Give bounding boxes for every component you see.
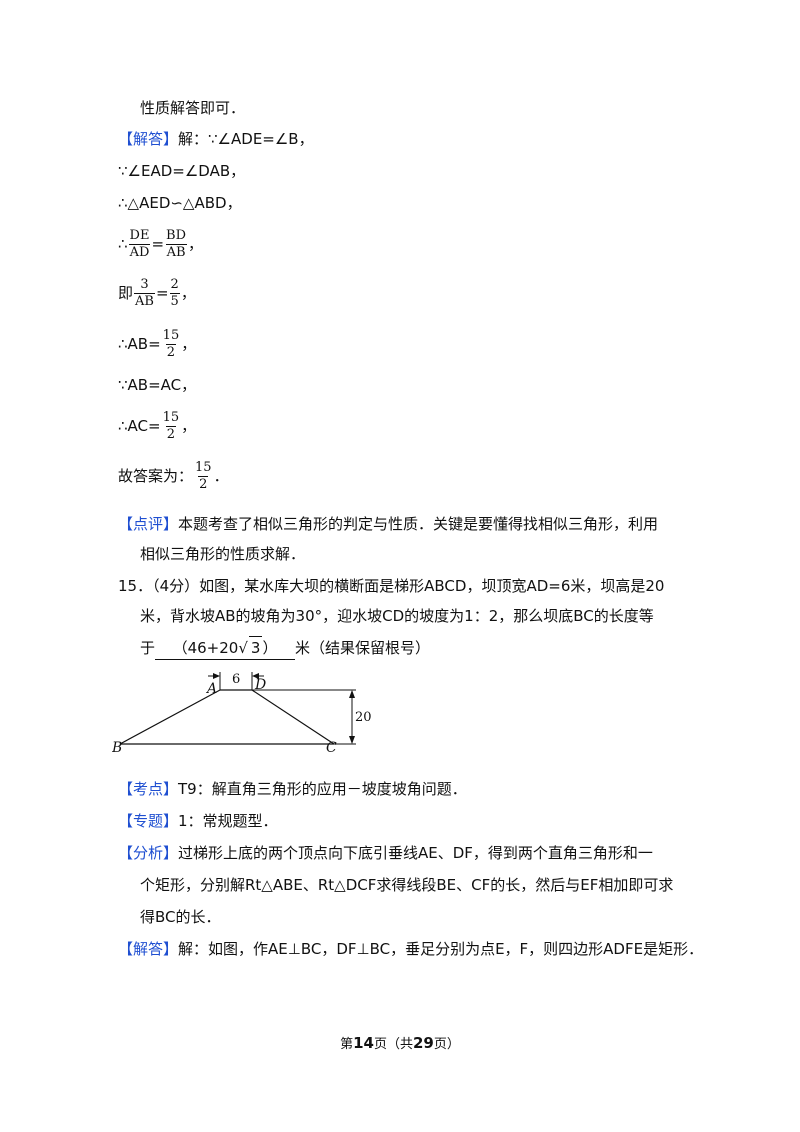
- fraction-numerator: DE: [129, 228, 150, 243]
- zhuanti-line: 【专题】1：常规题型．: [118, 810, 278, 832]
- fenxi-line-3: 得BC的长．: [140, 908, 221, 926]
- page-footer: 第14页（共29页）: [0, 1033, 800, 1052]
- answer-value-suffix: ）: [262, 639, 278, 657]
- question-15-line-1: 15．（4分）如图，某水库大坝的横断面是梯形ABCD，坝顶宽AD=6米，坝高是2…: [118, 577, 665, 595]
- fraction-numerator: 15: [195, 460, 212, 475]
- fenxi-text: 过梯形上底的两个顶点向下底引垂线AE、DF，得到两个直角三角形和一: [178, 844, 653, 862]
- top-width-label: 6: [232, 672, 240, 687]
- fenxi-tag: 【分析】: [118, 844, 179, 862]
- slope-cd-line: [251, 689, 335, 745]
- fraction-numerator: 15: [162, 410, 180, 425]
- line-4: ∴△AED∽△ABD，: [118, 194, 242, 212]
- fraction-denominator: AB: [165, 244, 187, 260]
- width-arrow-left: [213, 673, 220, 679]
- comment-tag: 【点评】: [118, 515, 179, 533]
- slope-ab-line: [119, 689, 221, 745]
- label-c: C: [326, 740, 337, 752]
- fenxi-line-2: 个矩形，分别解Rt△ABE、Rt△DCF求得线段BE、CF的长，然后与EF相加即…: [140, 876, 674, 894]
- comment-line-1: 【点评】本题考查了相似三角形的判定与性质．关键是要懂得找相似三角形，利用: [118, 513, 658, 535]
- fraction-denominator: AB: [134, 293, 155, 309]
- label-d: D: [254, 677, 266, 693]
- fenxi-line-1: 【分析】过梯形上底的两个顶点向下底引垂线AE、DF，得到两个直角三角形和一: [118, 842, 653, 864]
- line-6-prefix: 即: [118, 284, 134, 302]
- fraction-denominator: 5: [169, 293, 180, 309]
- kaodian-line: 【考点】T9：解直角三角形的应用－坡度坡角问题．: [118, 778, 467, 800]
- line-10-suffix: ．: [213, 467, 229, 485]
- equals-sign: =: [155, 284, 169, 302]
- fraction-numerator: 15: [162, 328, 180, 343]
- dam-cross-section-diagram: A D B C 6 20: [112, 672, 372, 752]
- answer-blank: （46+20√3）: [155, 636, 296, 660]
- height-arrow-up: [349, 690, 355, 698]
- total-page-number: 29: [413, 1034, 434, 1052]
- label-b: B: [112, 740, 122, 752]
- answer-value-prefix: （46+20: [172, 639, 239, 657]
- jieda-tag: 【解答】: [118, 940, 179, 958]
- line-5-prefix: ∴: [118, 235, 128, 253]
- line-7-suffix: ，: [181, 335, 197, 353]
- current-page-number: 14: [353, 1034, 374, 1052]
- comment-text: 本题考查了相似三角形的判定与性质．关键是要懂得找相似三角形，利用: [178, 515, 659, 533]
- zhuanti-tag: 【专题】: [118, 812, 179, 830]
- line-1: 性质解答即可．: [140, 99, 246, 117]
- comment-line-2: 相似三角形的性质求解．: [140, 545, 306, 563]
- width-arrow-right: [252, 673, 259, 679]
- line-8: ∵AB=AC，: [118, 376, 197, 394]
- equals-sign: =: [151, 235, 165, 253]
- answer-line: 【解答】解：∵∠ADE=∠B，: [118, 128, 314, 150]
- line-10-prefix: 故答案为：: [118, 467, 194, 485]
- line-5-suffix: ，: [188, 235, 204, 253]
- fraction-numerator: 2: [170, 277, 179, 292]
- footer-prefix: 第: [340, 1037, 354, 1052]
- question-15-line-3: 于（46+20√3）米（结果保留根号）: [140, 636, 430, 660]
- line-7-prefix: ∴AB=: [118, 335, 161, 353]
- height-label: 20: [355, 710, 372, 725]
- kaodian-text: T9：解直角三角形的应用－坡度坡角问题．: [178, 780, 467, 798]
- height-arrow-down: [349, 736, 355, 744]
- zhuanti-text: 1：常规题型．: [178, 812, 278, 830]
- question-15-line-3-prefix: 于: [140, 639, 156, 657]
- question-15-line-2: 米，背水坡AB的坡角为30°，迎水坡CD的坡度为1：2，那么坝底BC的长度等: [140, 607, 654, 625]
- kaodian-tag: 【考点】: [118, 780, 179, 798]
- jieda-text: 解：如图，作AE⊥BC，DF⊥BC，垂足分别为点E，F，则四边形ADFE是矩形．: [178, 940, 704, 958]
- fraction-denominator: 2: [165, 426, 176, 442]
- jieda-line: 【解答】解：如图，作AE⊥BC，DF⊥BC，垂足分别为点E，F，则四边形ADFE…: [118, 938, 703, 960]
- answer-tag: 【解答】: [118, 130, 179, 148]
- sqrt-radicand: 3: [248, 636, 263, 659]
- line-9-suffix: ，: [181, 417, 197, 435]
- fraction-numerator: 3: [140, 277, 149, 292]
- footer-suffix: 页）: [433, 1037, 460, 1052]
- line-6-suffix: ，: [180, 284, 196, 302]
- question-15-line-3-suffix: 米（结果保留根号）: [295, 639, 431, 657]
- fraction-denominator: 2: [198, 476, 209, 492]
- answer-text: 解：∵∠ADE=∠B，: [178, 130, 314, 148]
- line-9-prefix: ∴AC=: [118, 417, 161, 435]
- line-3: ∵∠EAD=∠DAB，: [118, 162, 246, 180]
- sqrt-symbol: √: [238, 639, 248, 657]
- fraction-denominator: AD: [128, 244, 151, 260]
- footer-middle: 页（共: [373, 1037, 413, 1052]
- fraction-numerator: BD: [166, 228, 187, 243]
- fraction-denominator: 2: [165, 344, 177, 360]
- label-a: A: [205, 681, 217, 697]
